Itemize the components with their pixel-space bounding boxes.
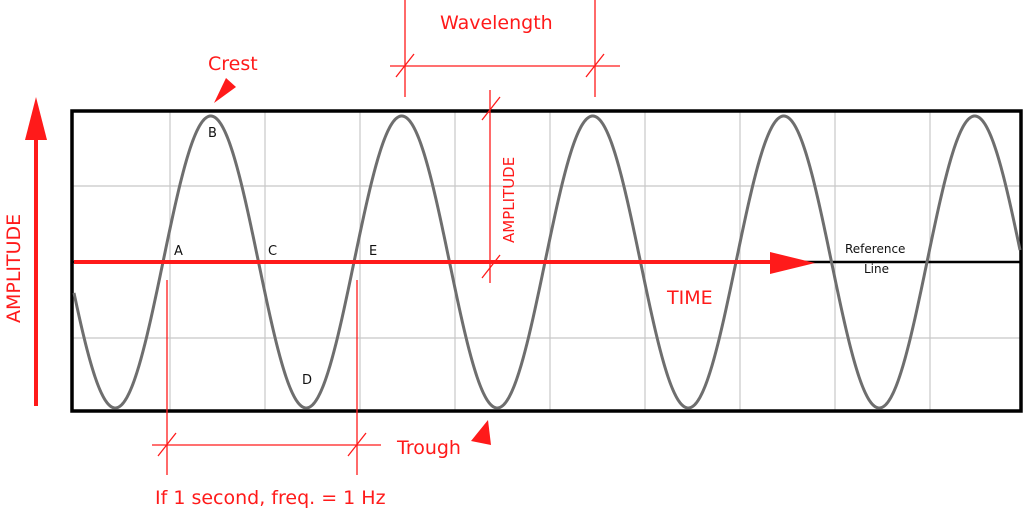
trough-pointer-icon <box>471 420 491 445</box>
crest-label: Crest <box>208 53 258 75</box>
reference-line-label-1: Reference <box>845 242 906 256</box>
sine-wave <box>72 114 1022 410</box>
crest-pointer-icon <box>214 78 236 103</box>
reference-line-label-2: Line <box>864 262 890 276</box>
time-arrow-head <box>770 252 815 274</box>
wavelength-dimension <box>390 0 620 97</box>
trough-label: Trough <box>397 437 461 459</box>
amplitude-axis-label: AMPLITUDE <box>3 213 25 323</box>
point-label-d: D <box>302 373 313 388</box>
frequency-dimension <box>152 280 381 475</box>
time-label: TIME <box>667 287 713 309</box>
wavelength-label: Wavelength <box>440 12 553 34</box>
point-label-c: C <box>268 244 278 259</box>
frequency-note: If 1 second, freq. = 1 Hz <box>155 487 386 509</box>
amplitude-arrow-head <box>25 97 47 140</box>
point-label-a: A <box>174 244 183 259</box>
point-label-e: E <box>369 244 378 259</box>
plot-frame <box>70 109 1023 413</box>
amplitude-measure-label: AMPLITUDE <box>500 156 518 243</box>
point-label-b: B <box>208 126 217 141</box>
amplitude-dimension <box>481 90 501 283</box>
